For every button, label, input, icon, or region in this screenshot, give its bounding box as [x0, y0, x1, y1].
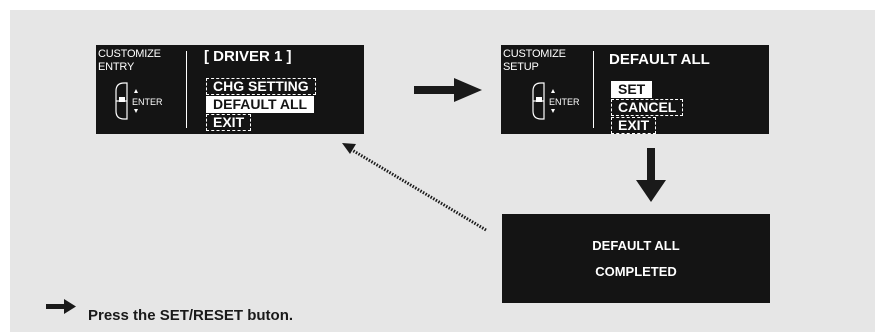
screen-customize-setup: CUSTOMIZE SETUP ENTER DEFAULT ALL SET CA…: [501, 45, 769, 134]
completed-line1: DEFAULT ALL: [592, 238, 680, 253]
screen-label-line1: CUSTOMIZE: [503, 48, 566, 60]
diagram-panel: CUSTOMIZE ENTRY ENTER [ DRIVER 1 ] CHG S…: [10, 10, 875, 332]
screen-customize-entry: CUSTOMIZE ENTRY ENTER [ DRIVER 1 ] CHG S…: [96, 45, 364, 134]
dotted-return-arrow-icon: [342, 143, 487, 232]
right-arrow-icon: [414, 78, 482, 102]
screen-label-line2: ENTRY: [98, 61, 135, 73]
screen-default-all-completed: DEFAULT ALL COMPLETED: [502, 214, 770, 303]
menu-item-chg-setting[interactable]: CHG SETTING: [206, 78, 316, 95]
enter-label: ENTER: [132, 97, 163, 107]
dial-icon: [115, 82, 138, 120]
screen-label-line2: SETUP: [503, 61, 539, 73]
flow-arrows: [46, 78, 666, 314]
screen-divider: [593, 51, 594, 128]
screen-label-line1: CUSTOMIZE: [98, 48, 161, 60]
menu-item-cancel[interactable]: CANCEL: [611, 99, 684, 116]
screen-heading: DEFAULT ALL: [609, 51, 710, 68]
enter-label: ENTER: [549, 97, 580, 107]
caption-arrow-icon: [46, 299, 76, 314]
down-arrow-icon: [636, 148, 666, 202]
menu-item-exit[interactable]: EXIT: [611, 117, 657, 134]
screen-heading: [ DRIVER 1 ]: [204, 48, 292, 65]
menu-item-exit[interactable]: EXIT: [206, 114, 252, 131]
dial-icon: [532, 82, 555, 120]
screen-divider: [186, 51, 187, 128]
menu-item-set[interactable]: SET: [611, 81, 653, 98]
menu-item-default-all[interactable]: DEFAULT ALL: [206, 96, 315, 113]
instruction-caption: Press the SET/RESET buton.: [88, 307, 294, 324]
completed-line2: COMPLETED: [595, 264, 677, 279]
